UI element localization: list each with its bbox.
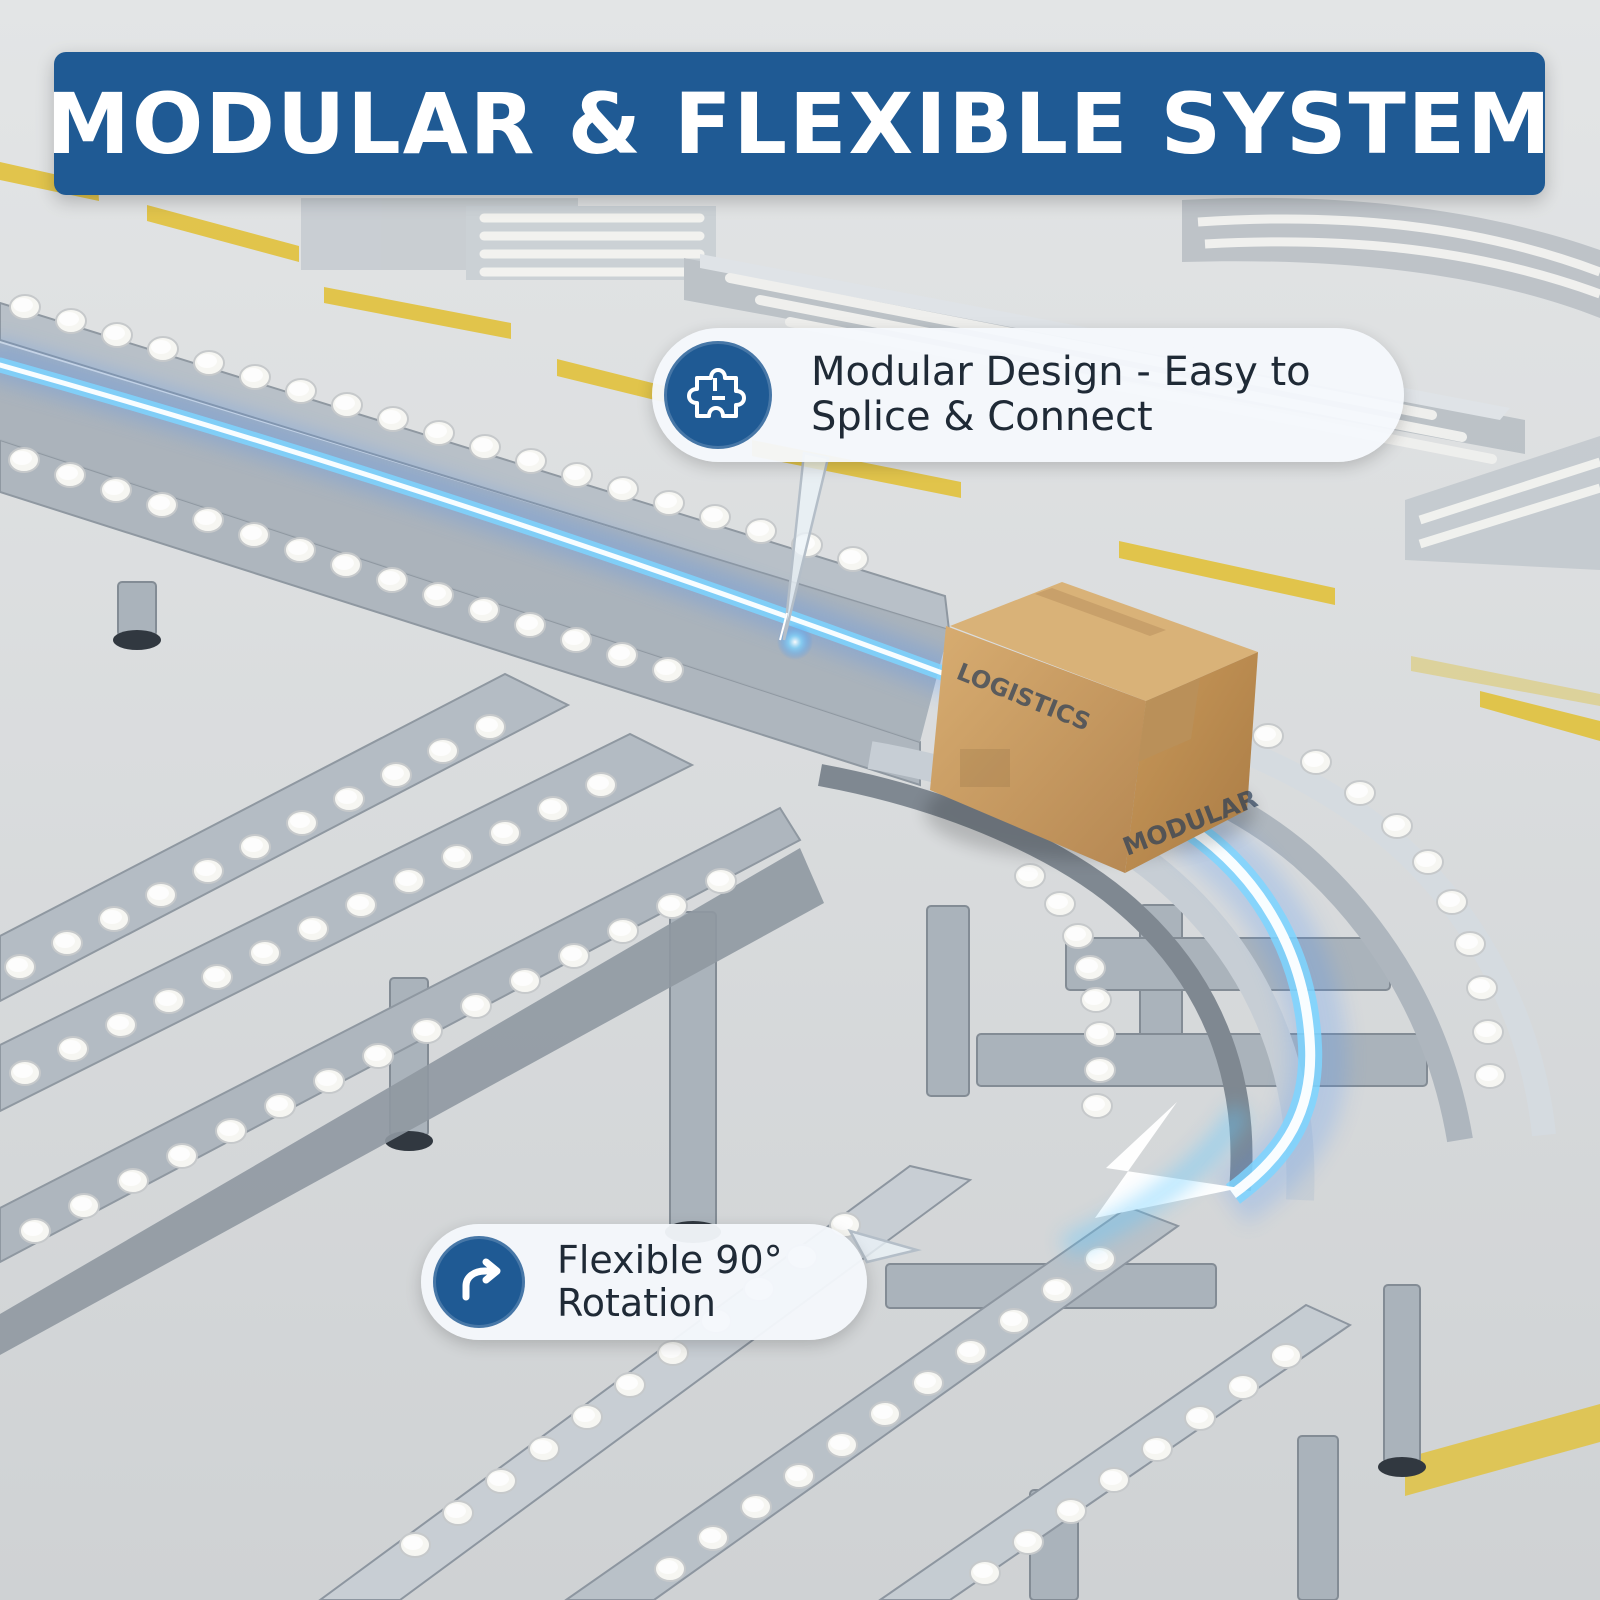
connectors [779,451,922,1264]
curved-arrow-icon-graphic [462,1258,501,1301]
callout-rotation: Flexible 90° Rotation [421,1224,867,1340]
callout-2-line-1: Flexible 90° [557,1238,783,1283]
puzzle-icon-graphic [687,368,746,418]
page-title: MODULAR & FLEXIBLE SYSTEM [46,74,1553,173]
lower-left-conveyor [0,672,824,1355]
curved-arrow-icon [433,1236,525,1328]
floor-markings [0,162,1600,1496]
callout-1-line-2: Splice & Connect [811,394,1153,440]
callout-2-text: Flexible 90° Rotation [557,1239,783,1324]
puzzle-icon [664,341,772,449]
light-streak-straight [0,340,1008,710]
callout-1-line-1: Modular Design - Easy to [811,349,1311,396]
cardboard-box: LOGISTICS MODULAR [925,582,1261,873]
title-banner: MODULAR & FLEXIBLE SYSTEM [46,52,1551,195]
callout-2-line-2: Rotation [557,1281,716,1325]
callout-modular-design: Modular Design - Easy to Splice & Connec… [652,328,1404,462]
light-streak-curve [1061,803,1348,1258]
callout-1-text: Modular Design - Easy to Splice & Connec… [811,350,1311,440]
curve-arrowhead [1095,1102,1240,1218]
